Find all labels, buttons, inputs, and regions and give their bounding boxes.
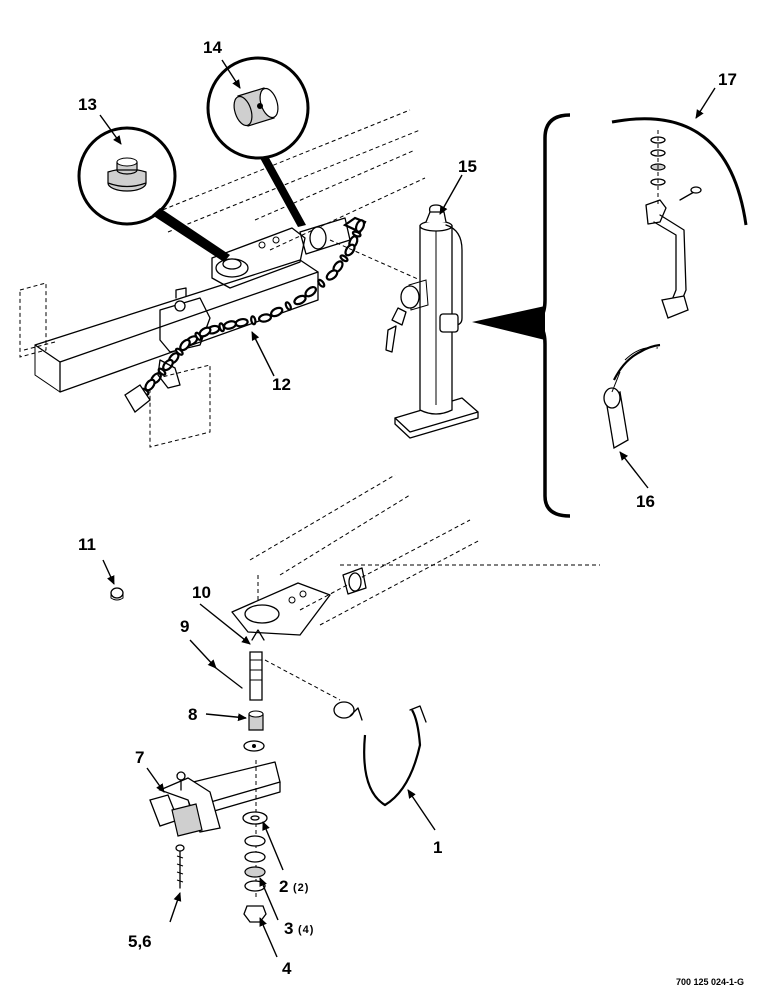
swivel-parts-stack [110,575,427,923]
chain-link [293,294,307,306]
chain-link [304,285,317,298]
jack-detail-bracket [472,113,748,518]
callout-3: 3 [284,919,293,938]
callout-2-qty: (2) [293,882,309,894]
chain-link [344,243,356,257]
callout-8: 8 [188,705,197,724]
callout-labels: 13 14 15 17 12 16 11 10 9 8 7 1 2 (2) 3 … [78,38,744,987]
callout-9: 9 [180,617,189,636]
callout-15: 15 [458,157,477,176]
leader-lines [99,59,716,958]
callout-17: 17 [718,70,737,89]
figure-id: 700 125 024-1-G [676,977,744,987]
detail-circle-14 [206,56,310,227]
chain-link [317,278,326,288]
callout-16: 16 [636,492,655,511]
lower-tongue-frame [231,474,600,636]
callout-5-6: 5,6 [128,932,152,951]
callout-1: 1 [433,838,442,857]
chain-link [250,315,257,326]
chain-link [284,301,292,311]
callout-7: 7 [135,748,144,767]
chain-link [223,320,237,330]
callout-4: 4 [282,959,292,978]
callout-14: 14 [203,38,222,57]
chain-link [270,306,284,318]
callout-11: 11 [78,535,96,554]
detail-circle-13 [77,126,230,262]
chain-link [339,254,349,263]
callout-3-qty: (4) [298,924,314,936]
chain-link [325,269,339,281]
upper-tongue-frame [19,109,426,448]
safety-chain-12 [124,216,367,413]
callout-12: 12 [272,375,291,394]
chain-link [257,313,273,323]
callout-2: 2 [279,877,288,896]
jack-stand-15 [329,204,479,439]
callout-13: 13 [78,95,97,114]
callout-10: 10 [192,583,211,602]
